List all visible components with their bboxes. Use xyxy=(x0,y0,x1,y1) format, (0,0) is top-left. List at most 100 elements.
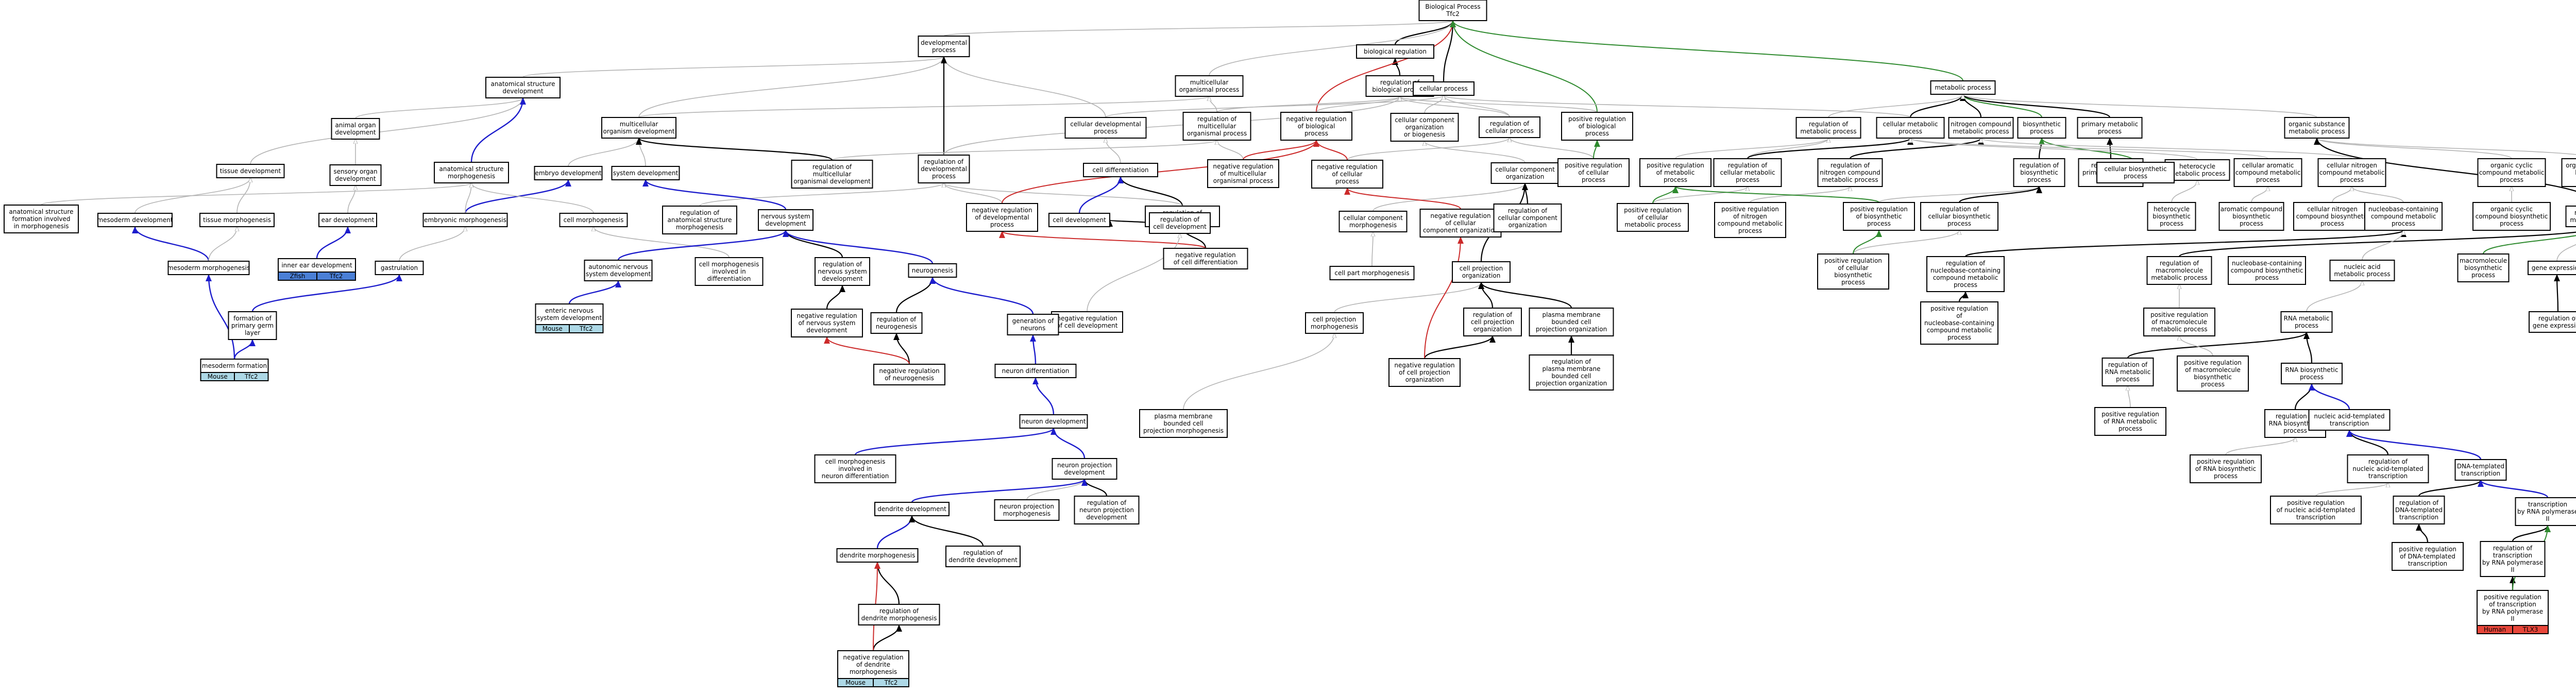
node-box xyxy=(1048,213,1110,227)
node-label: cellular metabolic xyxy=(1720,169,1775,176)
node-label: compound metabolic xyxy=(1718,220,1783,227)
node-label: gene expression xyxy=(2533,322,2576,329)
is-a-edge xyxy=(1478,282,1572,309)
node-label: enteric nervous xyxy=(545,307,594,314)
species-badge-label: Human xyxy=(2484,626,2506,633)
is-a-edge xyxy=(1747,138,1828,159)
node-label: process xyxy=(2283,427,2307,434)
is-a-edge xyxy=(1106,138,1121,164)
node-box xyxy=(994,364,1077,378)
node-box xyxy=(791,309,863,337)
is-a-edge xyxy=(826,285,845,310)
node-label: cellular component xyxy=(1498,214,1557,222)
node-box xyxy=(1163,248,1248,269)
node-label: RNA biosynthetic xyxy=(2285,366,2338,374)
node-label: anatomical structure xyxy=(668,216,732,224)
is-a-edge xyxy=(824,336,910,365)
node-label: of macromolecule xyxy=(2151,318,2207,326)
is-a-edge xyxy=(2128,386,2131,408)
node-label: II xyxy=(2546,515,2549,522)
node-box xyxy=(662,206,737,234)
node-label: cellular aromatic xyxy=(2242,162,2294,169)
node-box xyxy=(837,650,909,679)
node-label: of cell development xyxy=(1056,322,1117,329)
is-a-edge xyxy=(783,230,934,264)
node-box xyxy=(870,312,923,334)
node-box xyxy=(1930,80,1996,95)
node-label: plasma membrane xyxy=(1154,413,1212,420)
node-box xyxy=(611,166,680,180)
node-label: organismal development xyxy=(793,178,871,185)
node-box xyxy=(1876,117,1945,139)
node-label: process xyxy=(932,173,956,180)
node-box xyxy=(2077,117,2143,139)
node-box xyxy=(1311,160,1383,189)
go-term-node: cell part morphogenesis xyxy=(1329,266,1415,280)
node-box xyxy=(994,499,1060,521)
go-term-node: tissue morphogenesis xyxy=(199,213,275,227)
node-label: transcription xyxy=(2296,514,2335,521)
node-label: biosynthetic xyxy=(1834,272,1872,279)
is-a-edge xyxy=(41,183,471,206)
is-a-edge xyxy=(134,178,250,214)
node-box xyxy=(1817,158,1883,187)
node-box xyxy=(2515,497,2576,526)
node-label: neuron projection xyxy=(999,503,1054,510)
node-label: regulation of xyxy=(823,261,862,268)
node-label: nucleobase-containing xyxy=(2232,260,2302,267)
go-term-node: dendrite morphogenesis xyxy=(836,548,919,563)
node-box xyxy=(1007,314,1059,335)
node-box xyxy=(945,546,1021,567)
node-label: regulation of xyxy=(1809,121,1849,128)
node-label: of cellular xyxy=(1578,169,1608,176)
node-label: metabolic process xyxy=(1624,221,1681,228)
node-label: nucleobase-containing xyxy=(1930,267,2001,274)
node-label: compound metabolic xyxy=(2235,169,2301,176)
node-label: embryo development xyxy=(535,169,601,177)
node-box xyxy=(2096,162,2175,183)
node-label: organism development xyxy=(603,128,675,135)
node-label: morphogenesis xyxy=(448,173,495,180)
is-a-edge xyxy=(1960,94,2042,118)
is-a-edge xyxy=(1960,94,2111,118)
node-box xyxy=(329,164,382,186)
is-a-edge xyxy=(929,277,1034,315)
node-label: regulation of xyxy=(812,163,852,171)
node-label: organization xyxy=(1473,326,1512,333)
species-badge-cell xyxy=(569,324,604,333)
is-a-edge xyxy=(471,183,594,214)
node-box xyxy=(1413,81,1475,96)
node-box xyxy=(2146,256,2212,285)
node-box xyxy=(1493,204,1562,232)
go-term-node: dendrite development xyxy=(874,502,950,516)
is-a-edge xyxy=(2416,523,2429,543)
node-label: transcription xyxy=(2461,470,2500,477)
is-a-edge xyxy=(1105,95,1444,118)
node-label: of neurogenesis xyxy=(885,375,934,382)
is-a-edge xyxy=(2251,187,2268,203)
node-box xyxy=(422,213,508,227)
is-a-edge xyxy=(638,57,944,118)
node-label: positive regulation xyxy=(2150,311,2208,318)
node-label: process xyxy=(1841,279,1865,286)
node-label: cell part morphogenesis xyxy=(1334,269,1409,277)
node-box xyxy=(2218,202,2284,231)
node-box xyxy=(2364,202,2443,231)
node-label: positive regulation xyxy=(2287,499,2345,506)
node-label: cell projection xyxy=(1460,265,1503,272)
node-box xyxy=(2017,117,2066,139)
